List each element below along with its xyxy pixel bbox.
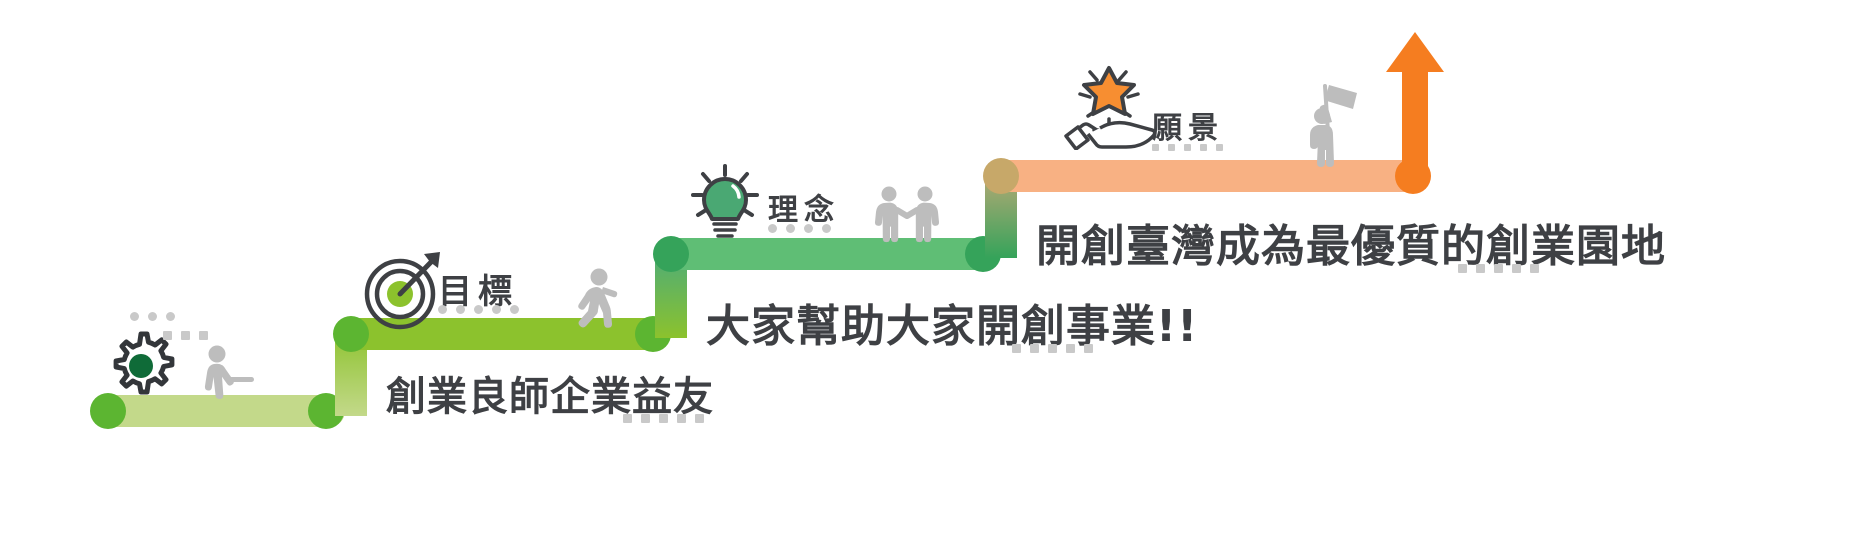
gear-decor-dots-top (130, 312, 175, 321)
step-2-caption-dots (1012, 344, 1093, 353)
target-bullseye-icon (362, 250, 444, 330)
step-3-caption: 開創臺灣成為最優質的創業園地 (1036, 221, 1666, 272)
step-2-left-cap (333, 316, 369, 352)
step-2-bar (335, 318, 671, 350)
step-3-left-cap (653, 236, 689, 272)
lightbulb-icon (686, 162, 764, 246)
gear-decor-dots-right (163, 331, 208, 340)
up-arrow-icon (1384, 30, 1446, 180)
step-4-left-cap (983, 158, 1019, 194)
walking-person-icon (200, 345, 256, 403)
step-4-badge-dots (1152, 144, 1223, 151)
star-in-hand-icon (1064, 62, 1160, 151)
step-3-badge-label: 理念 (768, 193, 840, 228)
step-3-badge-dots (768, 224, 831, 233)
step-1-bar (95, 395, 345, 427)
gear-icon (105, 330, 177, 402)
step-1-caption: 創業良師企業益友 (386, 374, 714, 420)
flag-person-icon (1300, 80, 1370, 168)
step-3-caption-dots (1458, 264, 1539, 273)
step-4-badge-label: 願景 (1152, 111, 1224, 146)
step-1-caption-dots (623, 414, 704, 423)
step-2-badge-dots (438, 305, 519, 314)
step-1-left-cap (90, 393, 126, 429)
step-2-caption: 大家幫助大家開創事業!! (706, 301, 1199, 352)
step-3-bar (655, 238, 1000, 270)
two-people-handshake-icon (870, 186, 944, 244)
running-person-icon (565, 268, 623, 328)
step-4-bar (985, 160, 1430, 192)
